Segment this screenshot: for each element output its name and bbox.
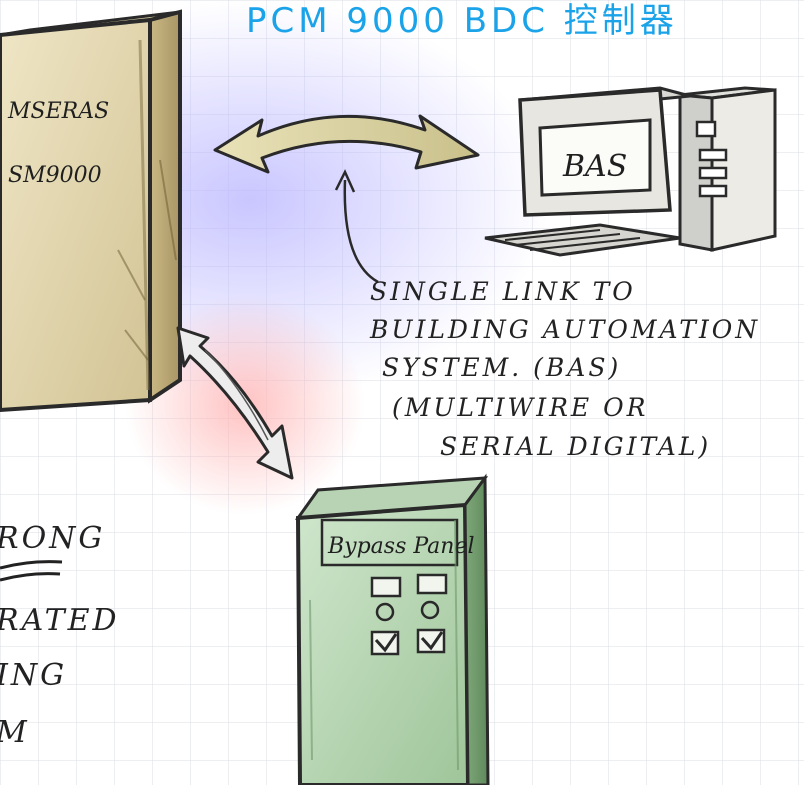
page-title: PCM 9000 BDC 控制器 xyxy=(246,1,678,41)
left-note-fragment3: ING xyxy=(0,658,67,693)
cabinet-label-line2: SM9000 xyxy=(8,163,102,188)
left-note-fragment1: RONG xyxy=(0,521,105,556)
link-note-line5: SERIAL DIGITAL) xyxy=(440,432,711,461)
link-note-line2: BUILDING AUTOMATION xyxy=(369,315,760,344)
left-note-fragment4: M xyxy=(0,715,30,750)
link-note-line4: (MULTIWIRE OR xyxy=(392,393,648,422)
cabinet-label-line1: MSERAS xyxy=(7,99,109,124)
left-note-fragment2: RATED xyxy=(0,603,120,638)
main-cabinet: MSERAS SM9000 xyxy=(0,12,180,410)
bypass-panel: Bypass Panel xyxy=(298,478,488,785)
bas-screen-label: BAS xyxy=(562,149,627,184)
link-note-line1: SINGLE LINK TO xyxy=(370,277,636,306)
bypass-panel-label: Bypass Panel xyxy=(327,534,475,559)
link-note-line3: SYSTEM. (BAS) xyxy=(382,353,621,382)
